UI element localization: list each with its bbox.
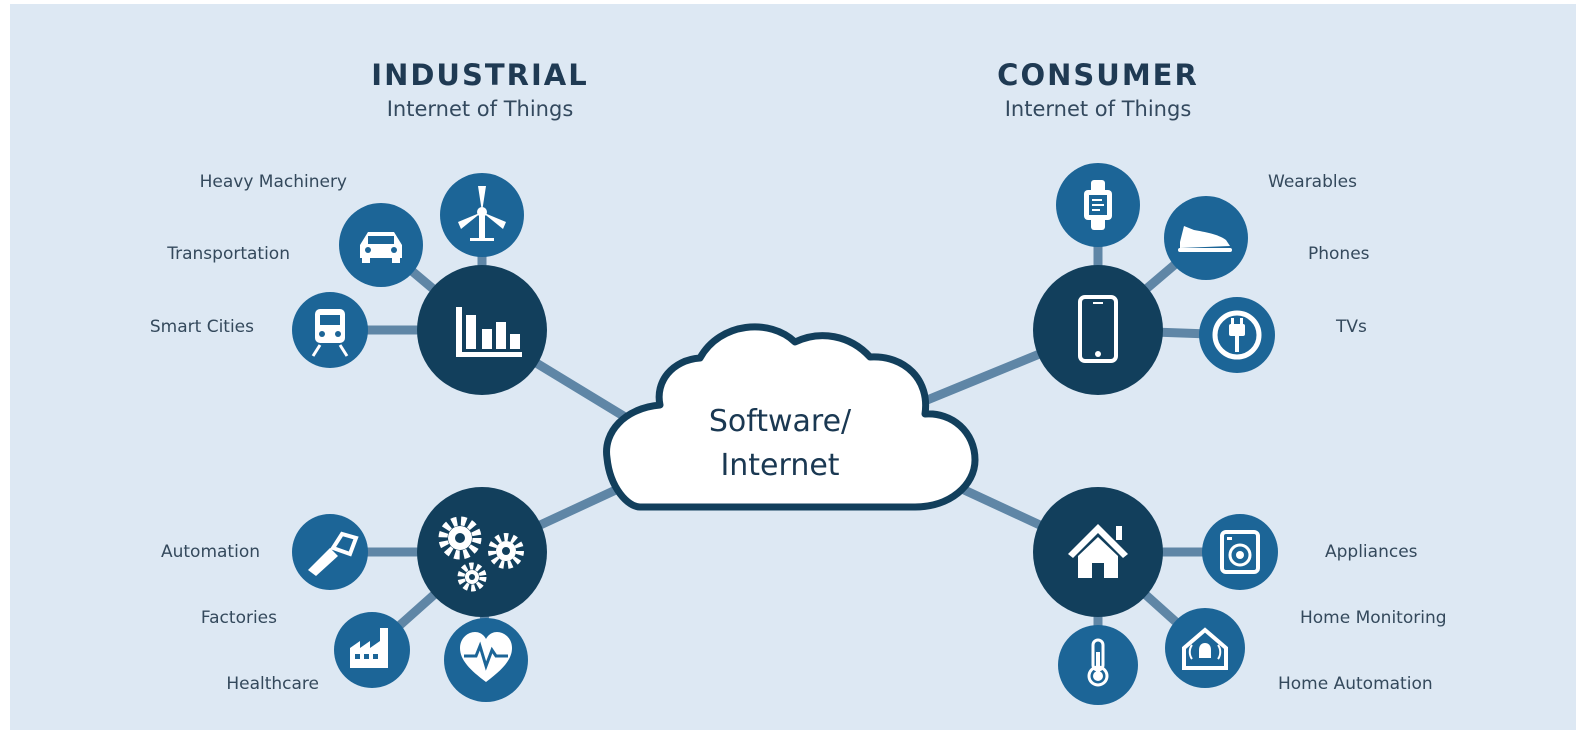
industrial-title: INDUSTRIAL xyxy=(371,58,589,92)
thermometer-icon xyxy=(1058,625,1138,705)
label-transportation: Transportation xyxy=(167,244,290,264)
label-automation: Automation xyxy=(160,542,260,562)
washing-machine-icon xyxy=(1202,514,1278,590)
label-heavy-machinery: Heavy Machinery xyxy=(199,172,347,192)
factory-icon xyxy=(334,612,410,688)
house-icon xyxy=(1033,487,1163,617)
label-healthcare: Healthcare xyxy=(226,674,319,694)
gears-icon xyxy=(417,487,547,617)
robot-arm-icon xyxy=(292,514,368,590)
cloud-label: Software/ Internet xyxy=(680,400,880,488)
label-factories: Factories xyxy=(200,608,277,628)
smartwatch-icon xyxy=(1056,163,1140,247)
cloud-icon xyxy=(603,323,979,511)
wind-turbine-icon xyxy=(440,173,524,257)
industrial-subtitle: Internet of Things xyxy=(386,97,574,121)
label-home-monitoring: Home Monitoring xyxy=(1300,608,1447,628)
label-tvs: TVs xyxy=(1336,317,1367,337)
power-plug-icon xyxy=(1199,297,1275,373)
label-appliances: Appliances xyxy=(1325,542,1418,562)
bar-chart-icon xyxy=(417,265,547,395)
cloud-label-line2: Internet xyxy=(720,448,840,483)
train-icon xyxy=(292,292,368,368)
cloud-label-line1: Software/ xyxy=(708,404,852,439)
alarm-icon xyxy=(1165,608,1245,688)
sneaker-icon xyxy=(1164,196,1248,280)
label-phones: Phones xyxy=(1308,244,1370,264)
smartphone-icon xyxy=(1033,265,1163,395)
car-icon xyxy=(339,203,423,287)
consumer-subtitle: Internet of Things xyxy=(1004,97,1192,121)
consumer-title: CONSUMER xyxy=(997,58,1199,92)
label-home-automation: Home Automation xyxy=(1278,674,1433,694)
heart-pulse-icon xyxy=(444,618,528,702)
label-wearables: Wearables xyxy=(1268,172,1357,192)
label-smart-cities: Smart Cities xyxy=(149,317,254,337)
